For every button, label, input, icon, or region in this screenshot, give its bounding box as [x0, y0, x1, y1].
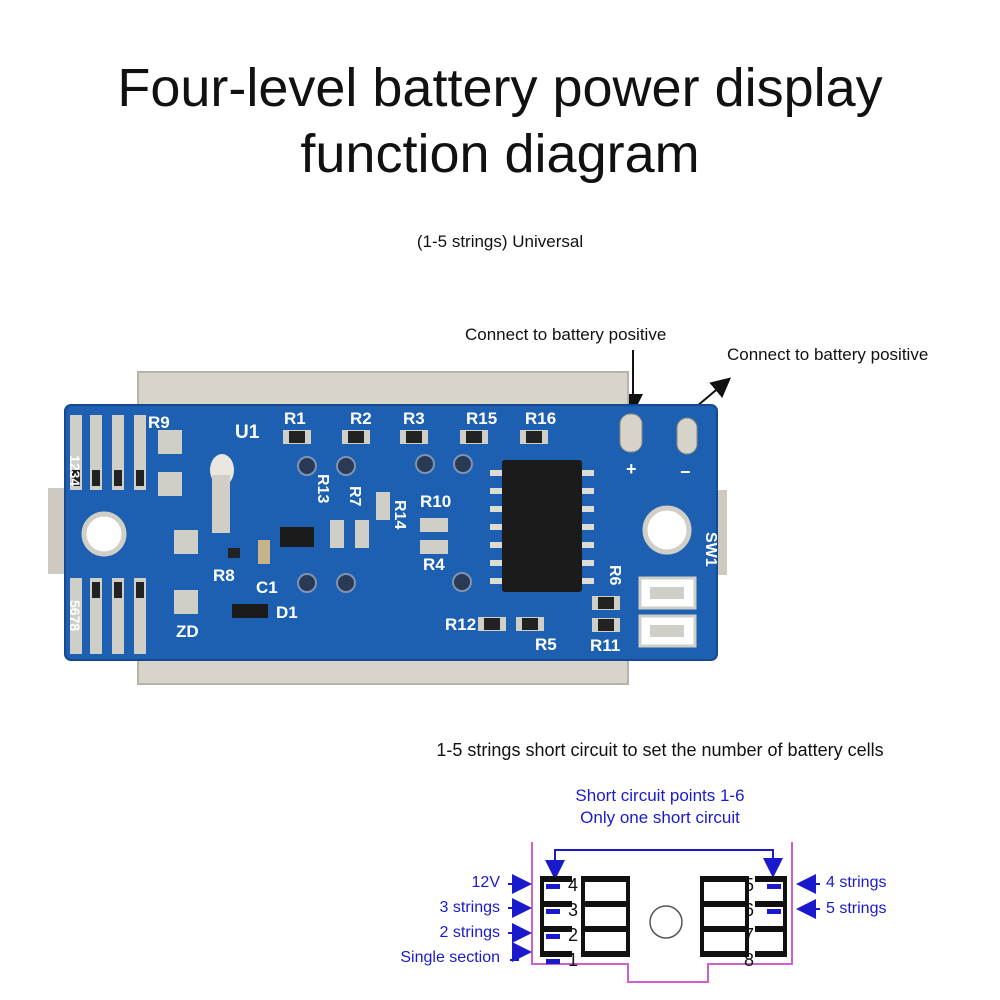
led-leads: [297, 454, 473, 593]
silk-r14: R14: [391, 500, 408, 529]
silk-sw1: SW1: [702, 532, 719, 567]
silk-r9: R9: [148, 413, 170, 432]
center-hole: [649, 905, 683, 939]
pad: [158, 472, 182, 496]
pad: [174, 530, 198, 554]
section2-heading: 1-5 strings short circuit to set the num…: [436, 740, 884, 760]
silk-plus: +: [626, 459, 637, 479]
short-circuit-note: Short circuit points 1-6 Only one short …: [560, 785, 760, 829]
right-pads: [700, 876, 787, 957]
silk-minus: −: [680, 462, 691, 482]
pad: [158, 430, 182, 454]
pad-number-3: 3: [568, 900, 578, 920]
silk-d1: D1: [276, 603, 298, 622]
page-title: Four-level battery power display functio…: [0, 55, 1000, 187]
silk-c1: C1: [256, 578, 278, 597]
left-resistor-column-top: [70, 415, 146, 490]
d1-diode: [232, 604, 268, 618]
silk-r2: R2: [350, 409, 372, 428]
silk-r3: R3: [403, 409, 425, 428]
silk-r11: R11: [590, 636, 620, 655]
label-5-strings: 5 strings: [826, 900, 887, 917]
note-line-1: Short circuit points 1-6: [575, 786, 745, 805]
jumper-bracket: [554, 849, 783, 878]
silk-r8: R8: [213, 566, 235, 585]
silk-left-col-top: 1234: [67, 455, 83, 486]
silk-zd: ZD: [176, 622, 199, 641]
title-line-1: Four-level battery power display: [117, 58, 883, 118]
pad-number-7: 7: [744, 925, 754, 945]
title-line-2: function diagram: [300, 124, 700, 184]
left-pads: [540, 876, 630, 957]
silk-left-col-bottom: 5678: [67, 600, 83, 631]
callout-right: Connect to battery positive: [727, 345, 929, 364]
silk-r6: R6: [606, 565, 623, 586]
label-2-strings: 2 strings: [439, 924, 500, 941]
mount-hole-right: [642, 505, 692, 555]
label-single-section: Single section: [400, 949, 500, 966]
label-12v: 12V: [471, 874, 500, 891]
silk-r7: R7: [346, 486, 363, 507]
pad-number-4: 4: [568, 875, 578, 895]
short-marks: [546, 884, 781, 964]
transistor: [280, 527, 314, 547]
silk-r13: R13: [314, 474, 331, 503]
silk-r4: R4: [423, 555, 445, 574]
silk-r1: R1: [284, 409, 306, 428]
jumper-diagram: 4 3 2 1 5 6 7 8: [508, 842, 820, 983]
silk-r16: R16: [525, 409, 556, 428]
c1-cap: [258, 540, 270, 564]
pad-number-1: 1: [568, 950, 578, 970]
silk-r15: R15: [466, 409, 497, 428]
pad-number-6: 6: [744, 900, 754, 920]
positive-wire-pad: [619, 413, 643, 453]
pad-number-2: 2: [568, 925, 578, 945]
subtitle: (1-5 strings) Universal: [416, 232, 584, 251]
silk-r10: R10: [420, 492, 451, 511]
pcb-illustration: R9 U1 R1 R2 R3 R15 R16 R13 R7 R14 R10 R4…: [48, 350, 732, 685]
silk-r12: R12: [445, 615, 476, 634]
silk-r5: R5: [535, 635, 557, 654]
sw1-pad-bottom: [638, 614, 697, 648]
left-resistor-column-bottom: [70, 578, 146, 654]
pad-number-5: 5: [744, 875, 754, 895]
pad-number-8: 8: [744, 950, 754, 970]
callout-left: Connect to battery positive: [465, 325, 667, 344]
silk-u1: U1: [235, 422, 260, 443]
ic-chip: [490, 460, 594, 592]
label-4-strings: 4 strings: [826, 874, 887, 891]
pad: [174, 590, 198, 614]
label-3-strings: 3 strings: [439, 899, 500, 916]
top-resistors: [283, 430, 548, 444]
mount-hole-left: [81, 511, 127, 557]
negative-wire-pad: [676, 417, 698, 455]
note-line-2: Only one short circuit: [580, 808, 740, 827]
